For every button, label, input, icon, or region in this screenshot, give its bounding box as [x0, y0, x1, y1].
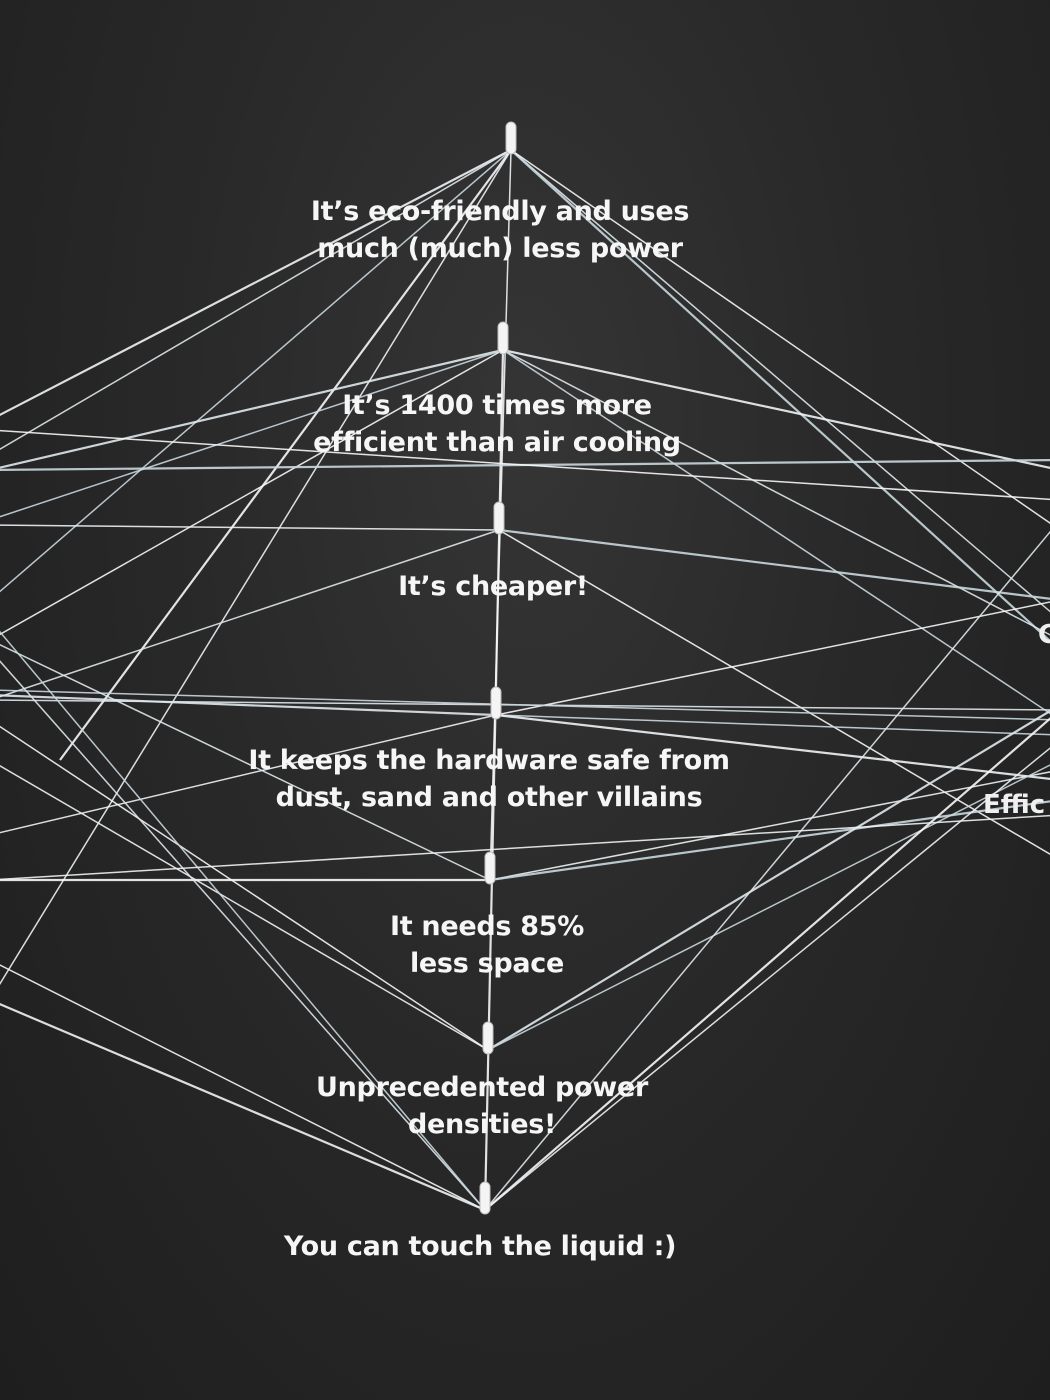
string-line — [0, 630, 486, 1211]
string-line — [484, 717, 1050, 1211]
statement-line: less space — [409, 948, 565, 979]
string-line — [0, 524, 500, 531]
string-line — [489, 800, 1050, 882]
statement-line: much (much) less power — [317, 233, 683, 264]
string-line — [0, 349, 504, 518]
statement-line: It’s cheaper! — [398, 571, 588, 602]
string-line — [495, 714, 1050, 736]
string-line — [498, 529, 1050, 855]
string-line — [510, 149, 1050, 524]
statement-line: It needs 85% — [389, 911, 585, 942]
string-line — [483, 349, 505, 1211]
string-line — [495, 713, 1050, 780]
string-line — [0, 149, 512, 451]
statement-efficiency: It’s 1400 times more efficient than air … — [313, 387, 681, 461]
statement-eco-friendly: It’s eco-friendly and uses much (much) l… — [310, 193, 690, 267]
string-line — [0, 725, 489, 1051]
statement-line: It’s 1400 times more — [342, 390, 652, 421]
string-line — [0, 714, 497, 834]
string-line — [0, 694, 497, 717]
string-line — [510, 149, 1050, 613]
statement-line: densities! — [407, 1109, 557, 1140]
statement-line: dust, sand and other villains — [275, 782, 703, 813]
statement-line: It keeps the hardware safe from — [248, 745, 730, 776]
statement-line: You can touch the liquid :) — [283, 1231, 677, 1262]
string-line — [0, 149, 512, 986]
statement-line: Unprecedented power — [316, 1072, 648, 1103]
string-line — [0, 149, 512, 417]
string-line — [510, 149, 1050, 643]
string-line — [59, 149, 512, 761]
string-line — [0, 429, 1050, 501]
peg — [484, 851, 496, 885]
string-line — [0, 349, 504, 636]
peg — [505, 121, 517, 155]
string-line — [0, 964, 486, 1211]
statement-line: It’s eco-friendly and uses — [310, 196, 690, 227]
peg — [497, 321, 509, 355]
edge-text-c: C — [1038, 620, 1050, 650]
string-line — [0, 814, 1050, 881]
peg — [482, 1021, 494, 1055]
string-line — [484, 747, 1050, 1211]
string-line — [0, 764, 489, 1051]
string-line — [0, 689, 1050, 721]
string-line — [502, 349, 1050, 715]
statement-less-space: It needs 85% less space — [390, 908, 584, 982]
string-line — [489, 771, 1050, 881]
statement-power-densities: Unprecedented power densities! — [316, 1069, 648, 1143]
statement-hardware-safe: It keeps the hardware safe from dust, sa… — [248, 742, 730, 816]
string-line — [498, 528, 1050, 600]
string-line — [0, 529, 500, 698]
string-line — [487, 709, 1050, 1051]
string-line — [484, 530, 1050, 1211]
string-line — [0, 660, 486, 1211]
peg — [479, 1181, 491, 1215]
string-line — [0, 643, 491, 881]
statement-cheaper: It’s cheaper! — [398, 568, 588, 605]
string-line — [0, 149, 512, 593]
string-line — [0, 348, 504, 469]
string-line — [487, 764, 1050, 1051]
statement-line: efficient than air cooling — [313, 427, 681, 458]
peg — [490, 686, 502, 720]
string-line — [495, 601, 1050, 716]
string-line — [0, 1003, 486, 1212]
string-line — [502, 349, 1050, 636]
edge-text-effic: Effic — [983, 790, 1046, 820]
statement-touch-liquid: You can touch the liquid :) — [283, 1228, 677, 1265]
peg — [493, 501, 505, 535]
string-line — [502, 348, 1050, 469]
